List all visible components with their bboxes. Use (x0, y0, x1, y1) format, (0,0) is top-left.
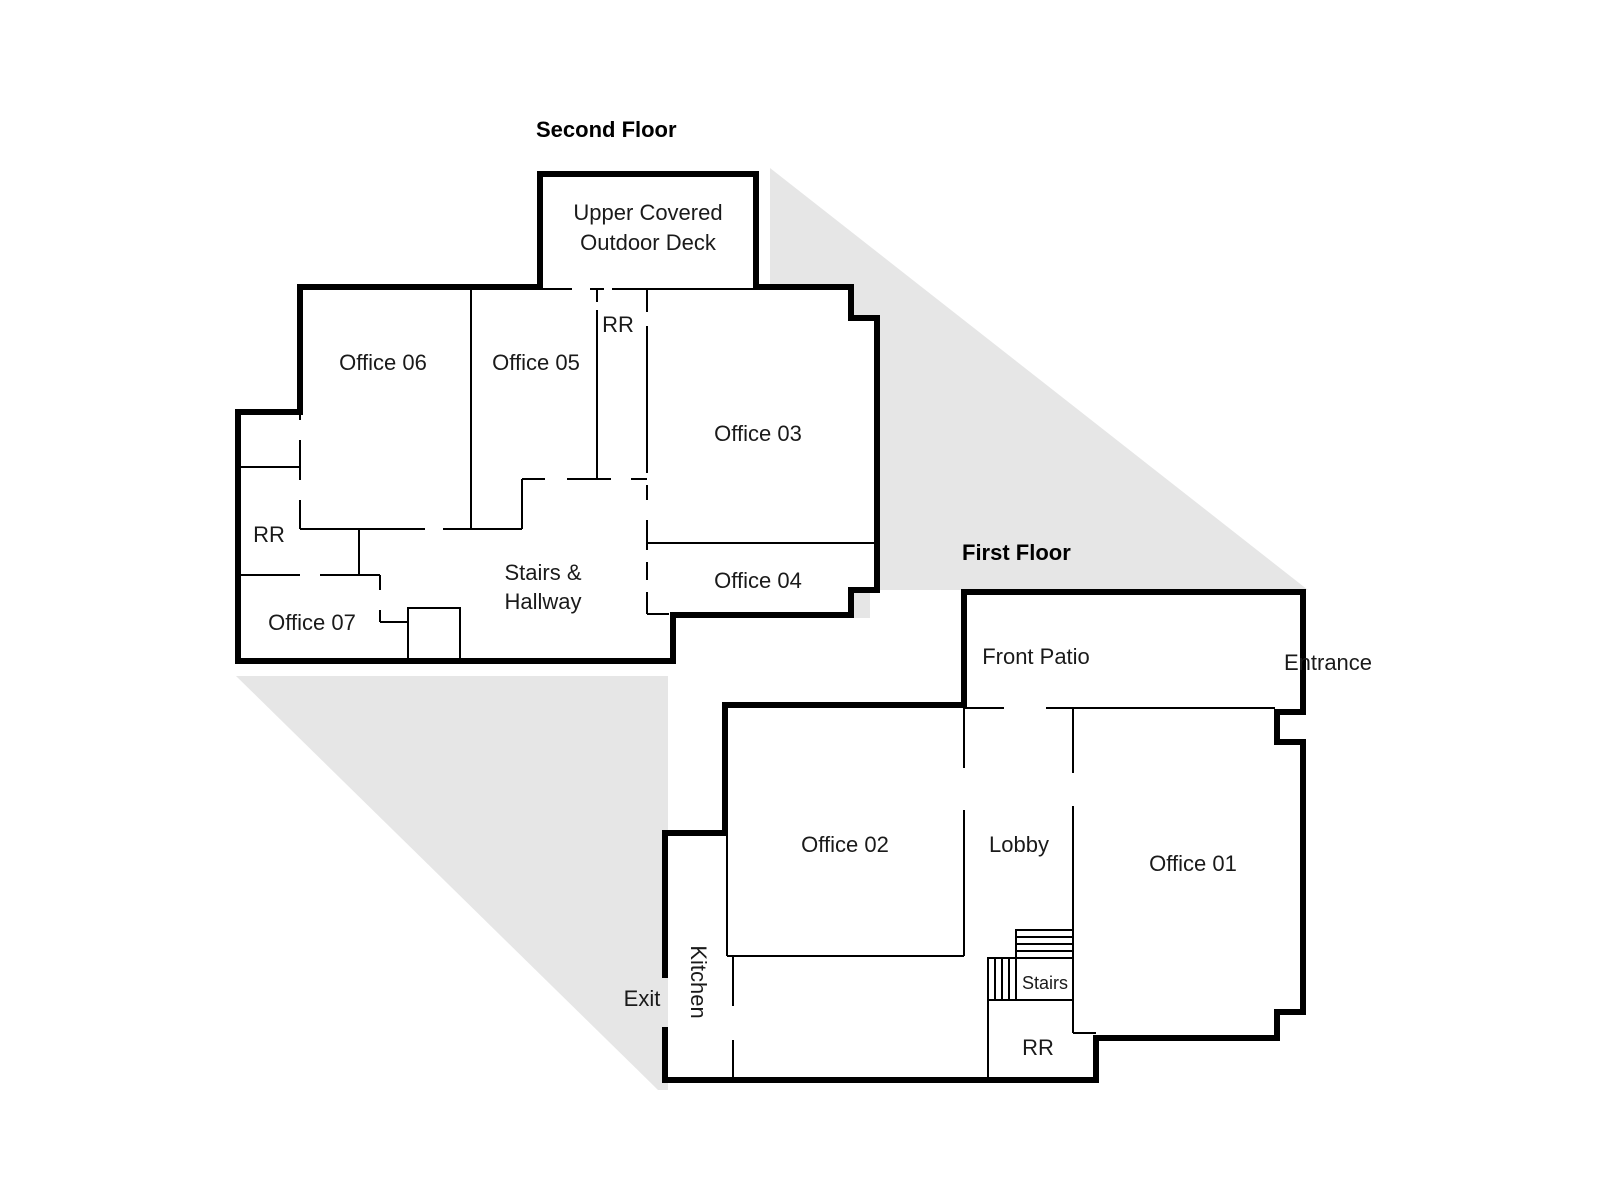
room-label-office-01: Office 01 (1149, 851, 1237, 876)
room-label-stairs-hallway-line1: Stairs & (504, 560, 581, 585)
room-label-stairs-first: Stairs (1022, 973, 1068, 993)
room-label-office-05: Office 05 (492, 350, 580, 375)
first-floor-plan: First Floor Front Patio Entrance Office … (624, 540, 1372, 1083)
second-floor-exterior-wall (235, 171, 880, 664)
second-floor-interior-walls (240, 288, 874, 661)
room-label-office-06: Office 06 (339, 350, 427, 375)
room-label-rr-second-left: RR (253, 522, 285, 547)
first-floor-interior-walls (726, 707, 1275, 1077)
room-label-kitchen: Kitchen (686, 945, 711, 1018)
first-floor-exterior-wall-main (662, 589, 1306, 1083)
second-floor-title: Second Floor (536, 117, 677, 142)
room-label-front-patio: Front Patio (982, 644, 1090, 669)
floor-connector-shade-lower (236, 676, 668, 1090)
room-label-upper-deck-line1: Upper Covered (573, 200, 722, 225)
room-label-upper-deck-line2: Outdoor Deck (580, 230, 717, 255)
room-label-stairs-hallway-line2: Hallway (504, 589, 581, 614)
room-label-office-03: Office 03 (714, 421, 802, 446)
room-label-rr-first: RR (1022, 1035, 1054, 1060)
room-label-entrance: Entrance (1284, 650, 1372, 675)
floor-connector-shade-upper (770, 168, 1308, 618)
first-floor-title: First Floor (962, 540, 1071, 565)
room-label-office-07: Office 07 (268, 610, 356, 635)
second-floor-plan: Second Floor Upper Covered Outdoor Deck … (235, 117, 880, 664)
room-label-exit: Exit (624, 986, 661, 1011)
room-label-office-04: Office 04 (714, 568, 802, 593)
room-label-office-02: Office 02 (801, 832, 889, 857)
room-label-rr-second-top: RR (602, 312, 634, 337)
room-label-lobby: Lobby (989, 832, 1049, 857)
